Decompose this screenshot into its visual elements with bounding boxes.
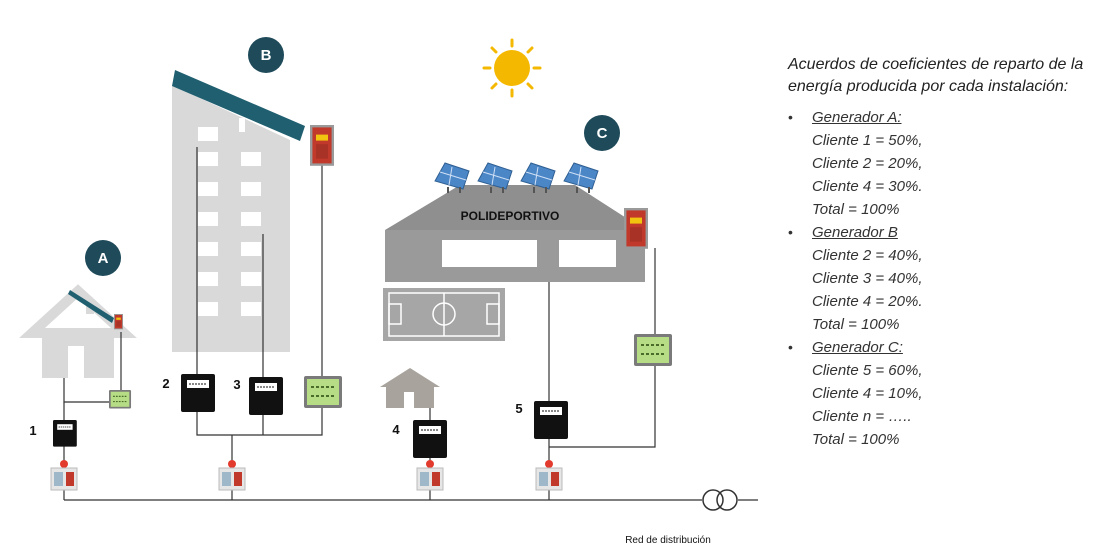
svg-text:C: C	[597, 125, 608, 142]
total-line: Total = 100%	[812, 316, 900, 333]
client-number-2: 2	[162, 376, 169, 391]
roof-solar-panel-a	[68, 290, 114, 323]
generator-list: Generador A: Cliente 1 = 50%, Cliente 2 …	[788, 106, 1108, 451]
client-number-4: 4	[392, 422, 400, 437]
generator-c-name: Generador C:	[812, 339, 903, 356]
distribution-network-label: Red de distribución	[625, 535, 711, 546]
generator-c-item: Generador C: Cliente 5 = 60%, Cliente 4 …	[788, 336, 1108, 451]
agreements-title: Acuerdos de coeficientes de reparto de l…	[788, 56, 1084, 95]
coefficient-line: Cliente n = …..	[812, 408, 912, 425]
generator-a-name: Generador A:	[812, 109, 902, 126]
sun-icon	[482, 38, 542, 98]
client-number-3: 3	[233, 377, 240, 392]
energy-sharing-diagram: POLIDEPORTIVO	[19, 37, 758, 546]
coefficient-line: Cliente 1 = 50%,	[812, 132, 923, 149]
generator-a-item: Generador A: Cliente 1 = 50%, Cliente 2 …	[788, 106, 1108, 221]
coefficient-line: Cliente 2 = 40%,	[812, 247, 923, 264]
sports-center	[385, 185, 645, 282]
grid-cabinet-3-icon	[416, 467, 444, 491]
generation-meter-c-icon	[633, 333, 673, 367]
house-client-4	[380, 368, 440, 408]
inverter-c-icon	[624, 208, 648, 249]
generator-b-name: Generador B	[812, 224, 898, 241]
svg-text:B: B	[261, 47, 272, 64]
coefficient-line: Cliente 4 = 30%.	[812, 178, 923, 195]
badge-b: B	[248, 37, 284, 73]
client-number-5: 5	[515, 401, 522, 416]
grid-cabinet-2-icon	[218, 467, 246, 491]
coefficient-line: Cliente 2 = 20%,	[812, 155, 923, 172]
wiring	[63, 147, 758, 501]
svg-text:A: A	[98, 250, 109, 267]
badge-a: A	[85, 240, 121, 276]
coefficient-line: Cliente 4 = 10%,	[812, 385, 923, 402]
inverter-b-icon	[310, 125, 335, 166]
client-meter-3-icon	[248, 376, 284, 416]
generation-meter-b-icon	[303, 375, 343, 409]
inverter-a-icon	[114, 314, 123, 330]
connection-points	[60, 460, 553, 468]
generator-b-item: Generador B Cliente 2 = 40%, Cliente 3 =…	[788, 221, 1108, 336]
total-line: Total = 100%	[812, 201, 900, 218]
sports-center-label: POLIDEPORTIVO	[461, 209, 560, 223]
sports-field	[383, 288, 505, 341]
sharing-agreements-panel: Acuerdos de coeficientes de reparto de l…	[788, 54, 1108, 451]
house-a	[19, 284, 137, 378]
coefficient-line: Cliente 5 = 60%,	[812, 362, 923, 379]
coefficient-line: Cliente 3 = 40%,	[812, 270, 923, 287]
generation-meter-a-icon	[108, 389, 132, 410]
badge-c: C	[584, 115, 620, 151]
client-meter-1-icon	[52, 419, 78, 447]
client-meter-2-icon	[180, 373, 216, 413]
transformer-icon	[702, 489, 738, 511]
client-meter-5-icon	[533, 400, 569, 440]
roof-solar-panel-b	[172, 70, 305, 141]
total-line: Total = 100%	[812, 431, 900, 448]
grid-cabinet-4-icon	[535, 467, 563, 491]
client-meter-4-icon	[412, 419, 448, 459]
apartment-building	[172, 85, 290, 352]
coefficient-line: Cliente 4 = 20%.	[812, 293, 923, 310]
client-number-1: 1	[29, 423, 36, 438]
grid-cabinet-1-icon	[50, 467, 78, 491]
